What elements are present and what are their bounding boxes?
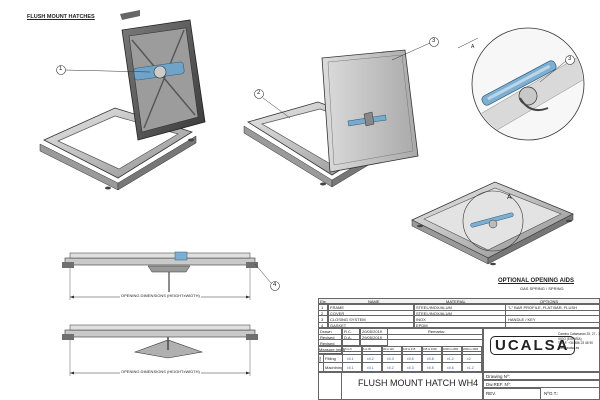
bom-row-1-options: "L" BAR PROFILE, FLAT BAR, FLUSH [508,304,577,310]
fitting-tolerance: ±0.8 [427,356,434,361]
bom-row-1-material: STEEL/INOX/ALUM [416,304,452,310]
measures-label: Measure (mm) [319,347,346,352]
machining-label: Machining [325,365,344,370]
bom-row-4-name: GASKET [330,322,347,328]
measure-range-label: 2000 to 4000 [463,348,479,351]
bom-row-3-name: CLOSING SYSTEM [330,316,366,322]
measure-column [362,346,382,372]
bom-header-name: NAME [368,298,380,304]
drawn-by: R.C. [344,328,352,334]
measure-range-label: 1000 to 2000 [443,348,459,351]
machining-tolerance: ±1.2 [467,365,474,370]
callout-2: 3 [432,38,436,44]
remarks-label: Remarks: [428,328,446,334]
bom-row-3-options: HANDLE / KEY [508,316,536,322]
options-title: OPTIONAL OPENING AIDS [498,278,575,284]
machining-tolerance: ±0.2 [387,365,394,370]
company-address: Camino Catamarán 25, 27 - 36215 VIGO (ES… [558,332,600,350]
measure-column [422,346,442,372]
measure-column [402,346,422,372]
dimension-label-top: OPENING DIMENSIONS (HEIGHTxWIDTH) [120,293,201,298]
fitting-tolerance: ±2 [467,356,471,361]
company-logo: UCALSA [490,336,575,355]
measure-range-label: 6 to 30 [363,348,371,351]
callout-4: 4 [273,282,277,288]
detail-view-circle [471,27,585,141]
section-view-top [62,251,258,300]
detail-ref-a: A [507,194,512,201]
ot-number-label: NºO.T.: [544,391,559,396]
bom-row-3-material: INOX [416,316,426,322]
bom-row-2-name: COVER [330,310,345,316]
machining-tolerance: ±0.3 [407,365,414,370]
machining-tolerance: ±0.5 [427,365,434,370]
measure-column [442,346,462,372]
drawn-date: 20/05/2019 [362,328,383,334]
drawing-number-label: Drawing Nº: [486,374,510,379]
revised-date: 29/05/2019 [362,334,383,340]
callout-3-left: 1 [59,66,63,72]
fitting-tolerance: ±1.2 [447,356,454,361]
measure-column [342,346,362,372]
machining-tolerance: ±0.1 [367,365,374,370]
machining-tolerance: ±0.1 [347,365,354,370]
bom-row-4-material: EPDM [416,322,428,328]
bom-row-2-material: STEEL/INOX/ALUM [416,310,452,316]
view-closed-hatch [243,49,419,188]
callout-1: 2 [257,90,261,96]
title-block: Ele. NAME MATERIAL OPTIONS 1 FRAME STEEL… [318,298,600,400]
drawing-title: FLUSH MOUNT HATCH WH4 [358,378,479,388]
fitting-tolerance: ±0.1 [347,356,354,361]
options-subtitle: GAS SPRING / SPRING [520,286,564,291]
view-flush-hatch-with-detail [411,181,574,266]
dw-ref-label: Dw.REF. Nº: [486,382,511,387]
drawing-header-title: FLUSH MOUNT HATCHES [27,14,95,20]
bom-header-material: MATERIAL [446,298,466,304]
bom-header-options: OPTIONS [540,298,559,304]
measure-range-label: 120 to 315 [403,348,416,351]
fitting-tolerance: ±0.5 [407,356,414,361]
revised-label: Revised [320,334,335,340]
bom-row-4-n: 4 [321,322,324,328]
revised-by: D.A. [344,334,352,340]
bom-row-1-n: 1 [321,304,324,310]
callout-leaders [64,37,567,284]
view-open-hatch-underside [39,10,206,191]
measure-column [382,346,402,372]
rev-label: REV. [486,391,497,396]
drawn-label: Drawn [320,328,332,334]
dimension-label-bottom: OPENING DIMENSIONS (HEIGHTxWIDTH) [120,369,201,374]
bom-row-2-n: 2 [321,310,324,316]
measure-range-label: 315 to 1000 [423,348,437,351]
fitting-tolerance: ±0.2 [367,356,374,361]
measure-range-label: 0.5 to 6 [343,348,352,351]
bom-row-1-name: FRAME [330,304,344,310]
detail-label-a: A [471,44,475,50]
bom-row-3-n: 3 [321,316,324,322]
fitting-label: Fitting [325,356,336,361]
tolerances-label: Toler. [318,355,322,363]
measure-column [462,346,482,372]
bom-header-ele: Ele. [320,298,327,304]
measure-range-label: 30 to 120 [383,348,394,351]
callout-3-detail: 3 [568,56,572,62]
machining-tolerance: ±0.8 [447,365,454,370]
fitting-tolerance: ±0.3 [387,356,394,361]
revised2-label: Revised [320,340,335,346]
